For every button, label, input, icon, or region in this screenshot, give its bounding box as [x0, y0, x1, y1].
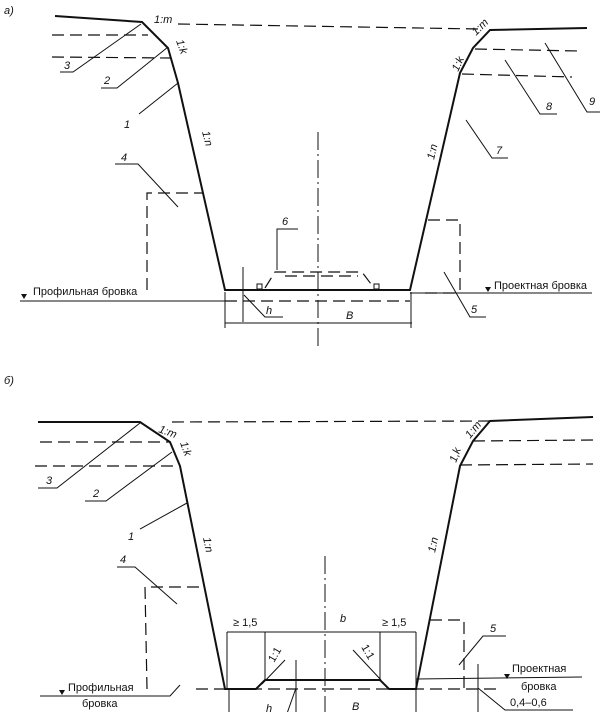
excavation-profile	[38, 416, 594, 690]
level-marker-icon	[504, 674, 510, 679]
slope-k-label: 1:k	[173, 38, 189, 56]
slope-m-label-right: 1:m	[470, 17, 491, 38]
layer-boundary	[459, 463, 594, 466]
leader-5	[443, 271, 486, 318]
leader-6	[276, 228, 298, 270]
callout-4: 4	[120, 554, 126, 566]
slope-n-label-right: 1:n	[426, 536, 441, 553]
layer-boundary	[461, 73, 573, 78]
leader-1	[139, 502, 188, 530]
slope-n-label: 1:n	[199, 130, 215, 148]
dim-h-label: h	[266, 703, 272, 712]
level-marker-icon	[59, 690, 65, 695]
layer-boundary	[171, 420, 491, 423]
rail-icon	[373, 283, 380, 290]
profile-edge-line	[40, 684, 181, 697]
profile-edge-label: Профильная бровка	[33, 286, 138, 298]
leader-1-1	[352, 649, 382, 681]
leader-1-1	[261, 659, 286, 685]
design-edge-label: Проектная бровка	[494, 280, 588, 292]
callout-5: 5	[490, 623, 497, 635]
dim-B-label: B	[346, 310, 353, 322]
design-edge-line	[415, 676, 583, 680]
leader-h	[243, 294, 283, 318]
berm-width-left: ≥ 1,5	[233, 617, 257, 629]
callout-3: 3	[46, 475, 53, 487]
profile-edge-label-1: Профильная	[68, 682, 134, 694]
callout-8: 8	[546, 101, 553, 113]
callout-1: 1	[128, 531, 134, 543]
leader-3	[60, 23, 142, 73]
callout-7: 7	[496, 145, 503, 157]
dim-h-label: h	[266, 305, 272, 317]
leader-7	[465, 119, 508, 159]
leader-9	[544, 42, 600, 113]
slope-m-label: 1:m	[154, 14, 172, 26]
berm-width-right: ≥ 1,5	[382, 617, 406, 629]
slope-k-label-right: 1,k	[448, 446, 464, 464]
diagram-b: б) ≥ 1,5 b ≥ 1,5 1:1 1:1 Проектная бровк…	[4, 375, 594, 712]
callout-3: 3	[64, 60, 71, 72]
leader-2	[85, 451, 173, 502]
leader-4	[115, 163, 179, 208]
layer-boundary	[472, 439, 594, 442]
zone-5-outline	[428, 219, 461, 293]
callout-5: 5	[471, 304, 478, 316]
excavation-profile	[54, 15, 588, 291]
rail-icon	[256, 283, 263, 290]
callout-4: 4	[121, 152, 127, 164]
slope-m-label-right: 1:m	[463, 419, 484, 441]
leader-h	[286, 687, 297, 712]
level-marker-icon	[485, 287, 491, 292]
zone-5-outline	[430, 619, 465, 690]
dim-b-label: b	[340, 613, 346, 625]
design-edge-label-1: Проектная	[512, 663, 566, 675]
callout-1: 1	[124, 119, 130, 131]
dim-B-label: B	[352, 701, 359, 712]
leader-1	[138, 82, 179, 115]
leader-3	[38, 422, 141, 489]
profile-edge-label-2: бровка	[82, 698, 118, 710]
slope-k-label-right: 1:k	[450, 54, 467, 73]
slope-1-1-left: 1:1	[266, 645, 284, 664]
panel-label-b: б)	[4, 375, 14, 387]
depth-range-label: 0,4–0,6	[510, 697, 547, 709]
panel-label-a: а)	[4, 5, 14, 17]
leader-depth	[477, 687, 573, 711]
layer-boundary	[474, 48, 581, 52]
layer-boundary	[177, 23, 481, 30]
slope-m-label: 1:m	[157, 424, 178, 442]
slope-n-label: 1:n	[200, 536, 215, 553]
leader-2	[101, 46, 169, 89]
leader-8	[504, 59, 557, 115]
layer-boundary	[51, 56, 171, 59]
callout-2: 2	[103, 75, 110, 87]
leader-5	[458, 635, 506, 666]
zone-4-outline	[144, 586, 203, 690]
callout-9: 9	[589, 96, 595, 108]
slope-k-label: 1:k	[177, 440, 193, 458]
diagram-a: а) Профильная бровка Проектная бровка h	[4, 5, 600, 346]
callout-6: 6	[282, 216, 289, 228]
leader-4	[117, 566, 178, 605]
design-edge-label-2: бровка	[521, 681, 557, 693]
level-marker-icon	[21, 294, 27, 299]
zone-4-outline	[146, 192, 203, 290]
track-outline	[264, 271, 375, 289]
callout-2: 2	[92, 488, 99, 500]
slope-n-label-right: 1:n	[425, 143, 440, 161]
